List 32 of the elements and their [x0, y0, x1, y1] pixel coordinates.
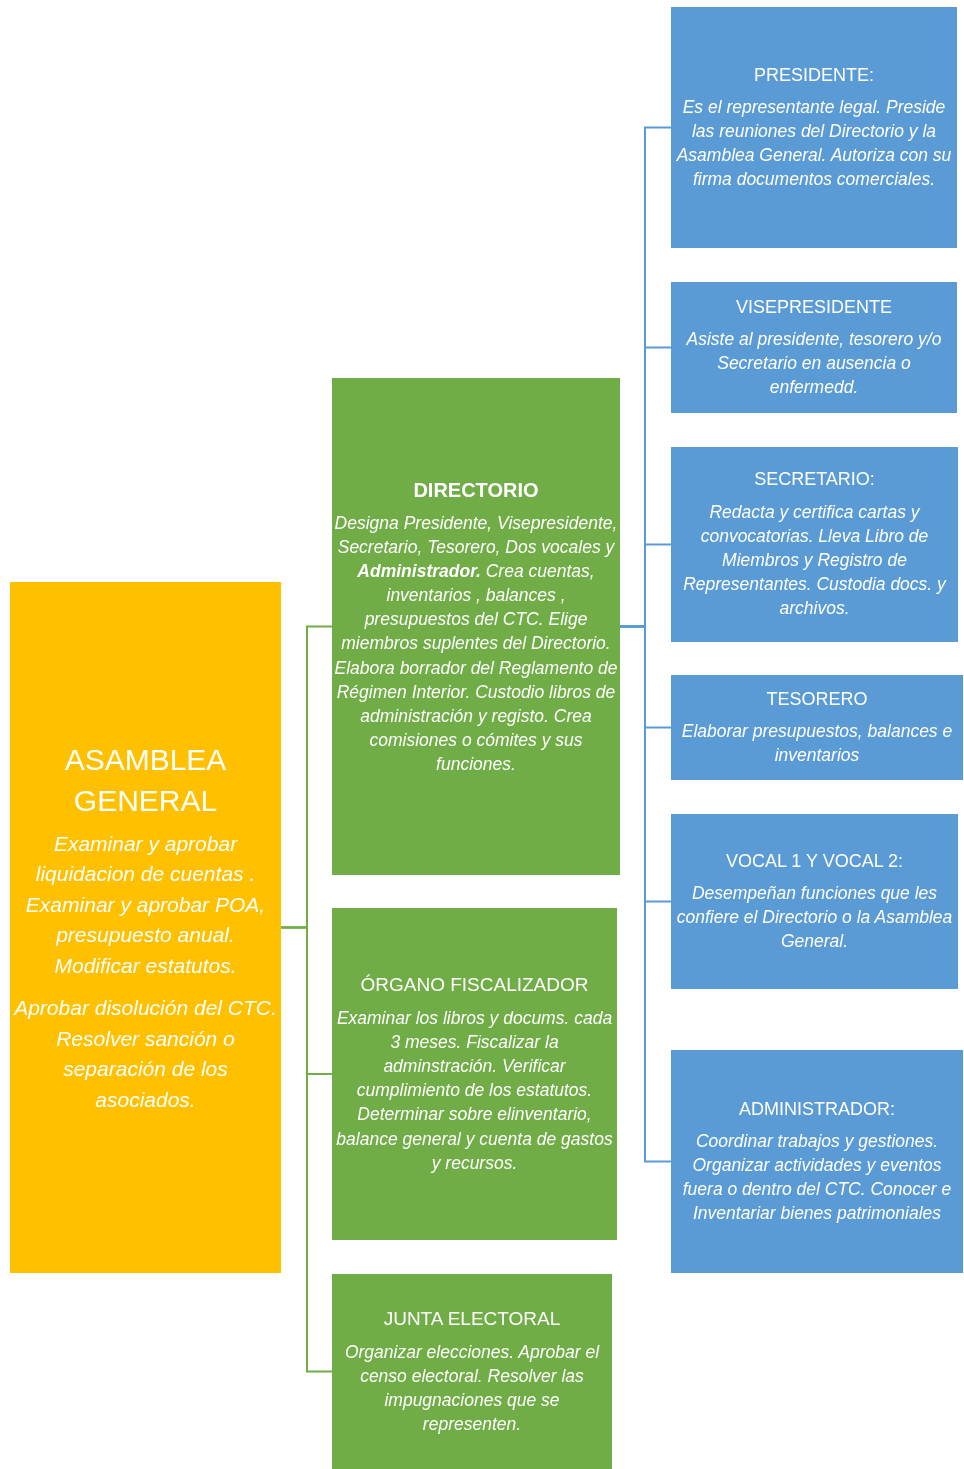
role-box	[671, 447, 958, 642]
node-description: Coordinar trabajos y gestiones. Organizar actividades y eventos fuera o dentro del CTC. Conocer e Inventariar bienes patrimoniales	[681, 1129, 953, 1226]
node-description: Designa Presidente, Visepresidente, Secretario, Tesorero, Dos vocales y Administrador. Crea cuentas, inventarios , balances , presupuestos del CTC. Elige miembros suplentes del Directorio. Elabora borrador del Reglamento de Régimen Interior. Custodio libros de administración y registo. Crea comisiones o cómites y sus funciones.	[334, 511, 618, 777]
node-title: ÓRGANO FISCALIZADOR	[360, 973, 589, 998]
role-box	[671, 7, 957, 248]
node-title: ASAMBLEA GENERAL	[63, 742, 228, 819]
node-description: Organizar elecciones. Aprobar el censo electoral. Resolver las impugnaciones que se representen.	[343, 1340, 601, 1436]
root-box	[10, 582, 281, 1273]
role-box	[671, 282, 957, 413]
node-description: Es el representante legal. Preside las reuniones del Directorio y la Asamblea General. Autoriza con su firma documentos comerciales.	[675, 95, 953, 192]
node-title: SECRETARIO:	[754, 468, 875, 492]
node-description: Asiste al presidente, tesorero y/o Secretario en ausencia o enfermedd.	[685, 328, 943, 400]
node-title: JUNTA ELECTORAL	[383, 1306, 561, 1331]
node-description: Redacta y certifica cartas y convocatorias. Lleva Libro de Miembros y Registro de Representantes. Custodia docs. y archivos.	[682, 500, 948, 621]
branch-box	[332, 908, 617, 1240]
role-box	[671, 814, 958, 989]
node-description: Elaborar presupuestos, balances e inventarios	[680, 720, 954, 768]
connector-line	[280, 926, 333, 1373]
node-description: Examinar los libros y docums. cada 3 meses. Fiscalizar la adminstración. Verificar cumplimiento de los estatutos. Determinar sobre elinventario, balance general y cuenta de gastos y recursos.	[335, 1006, 614, 1175]
node-description: Desempeñan funciones que les confiere el Directorio o la Asamblea General.	[675, 882, 954, 954]
branch-box	[332, 378, 620, 875]
node-description: Examinar y aprobar liquidacion de cuentas . Examinar y aprobar POA, presupuesto anual. Modificar estatutos.	[24, 831, 267, 979]
branch-box	[332, 1274, 612, 1469]
node-title: VISEPRESIDENTE	[735, 295, 892, 319]
role-box	[671, 1050, 963, 1273]
node-title: ADMINISTRADOR:	[739, 1097, 895, 1121]
role-box	[671, 675, 963, 780]
node-title: PRESIDENTE:	[754, 63, 874, 87]
node-title: DIRECTORIO	[413, 477, 539, 503]
node-title: VOCAL 1 Y VOCAL 2:	[725, 849, 904, 873]
node-title: TESORERO	[766, 687, 868, 711]
node-description: Aprobar disolución del CTC. Resolver sanción o separación de los asociados.	[12, 995, 278, 1113]
